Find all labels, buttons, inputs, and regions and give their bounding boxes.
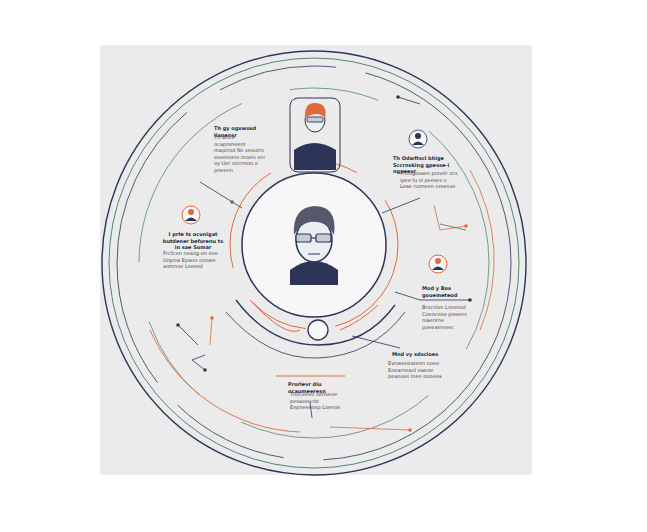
person-icon: [182, 206, 200, 224]
ring: [117, 66, 511, 460]
block-body: Frcllcen neaog en eoe Unpnw Epwss oonwe …: [163, 250, 221, 270]
ring: [139, 88, 489, 438]
block-heading: I prte ts ocunigat butdener beforenu ts …: [160, 231, 226, 251]
arc: [470, 170, 494, 330]
ring: [230, 161, 398, 329]
arc: [226, 312, 405, 358]
arc: [236, 300, 395, 345]
center-face: [290, 206, 338, 285]
top-figure: [294, 103, 336, 170]
block-body: Tnosgosaen ponelr ocs ipee fu sl peeses …: [400, 170, 460, 190]
person-icon: [429, 255, 447, 273]
arc: [250, 300, 300, 331]
figure-frame: [290, 98, 340, 172]
block-body: Tn wnce ocapreneent mapinsd Ns veoutrs s…: [214, 134, 266, 173]
small-circle: [308, 320, 328, 340]
block-heading: Mnd vy sdscioes: [392, 351, 444, 358]
leader-lines: [178, 97, 470, 430]
ground: [100, 45, 532, 475]
block-body: Brocnlsn Lnnessd Coenceoe pieeers niaenr…: [422, 304, 472, 330]
block-heading: Mod y Bos gouemeteod: [422, 285, 480, 298]
block-body: Evnweneatenn noeo Eoearneaol eaeoe peano…: [388, 360, 444, 380]
person-icon: [409, 130, 427, 148]
dots: [176, 95, 472, 432]
ring: [109, 58, 519, 468]
outer-ring: [102, 51, 526, 475]
block-body: Tnoceeeo oenseoe pesaeeocte Eepneeeosp L…: [290, 391, 346, 411]
arc: [340, 305, 378, 330]
arc: [150, 330, 300, 432]
center-circle: [242, 173, 386, 317]
